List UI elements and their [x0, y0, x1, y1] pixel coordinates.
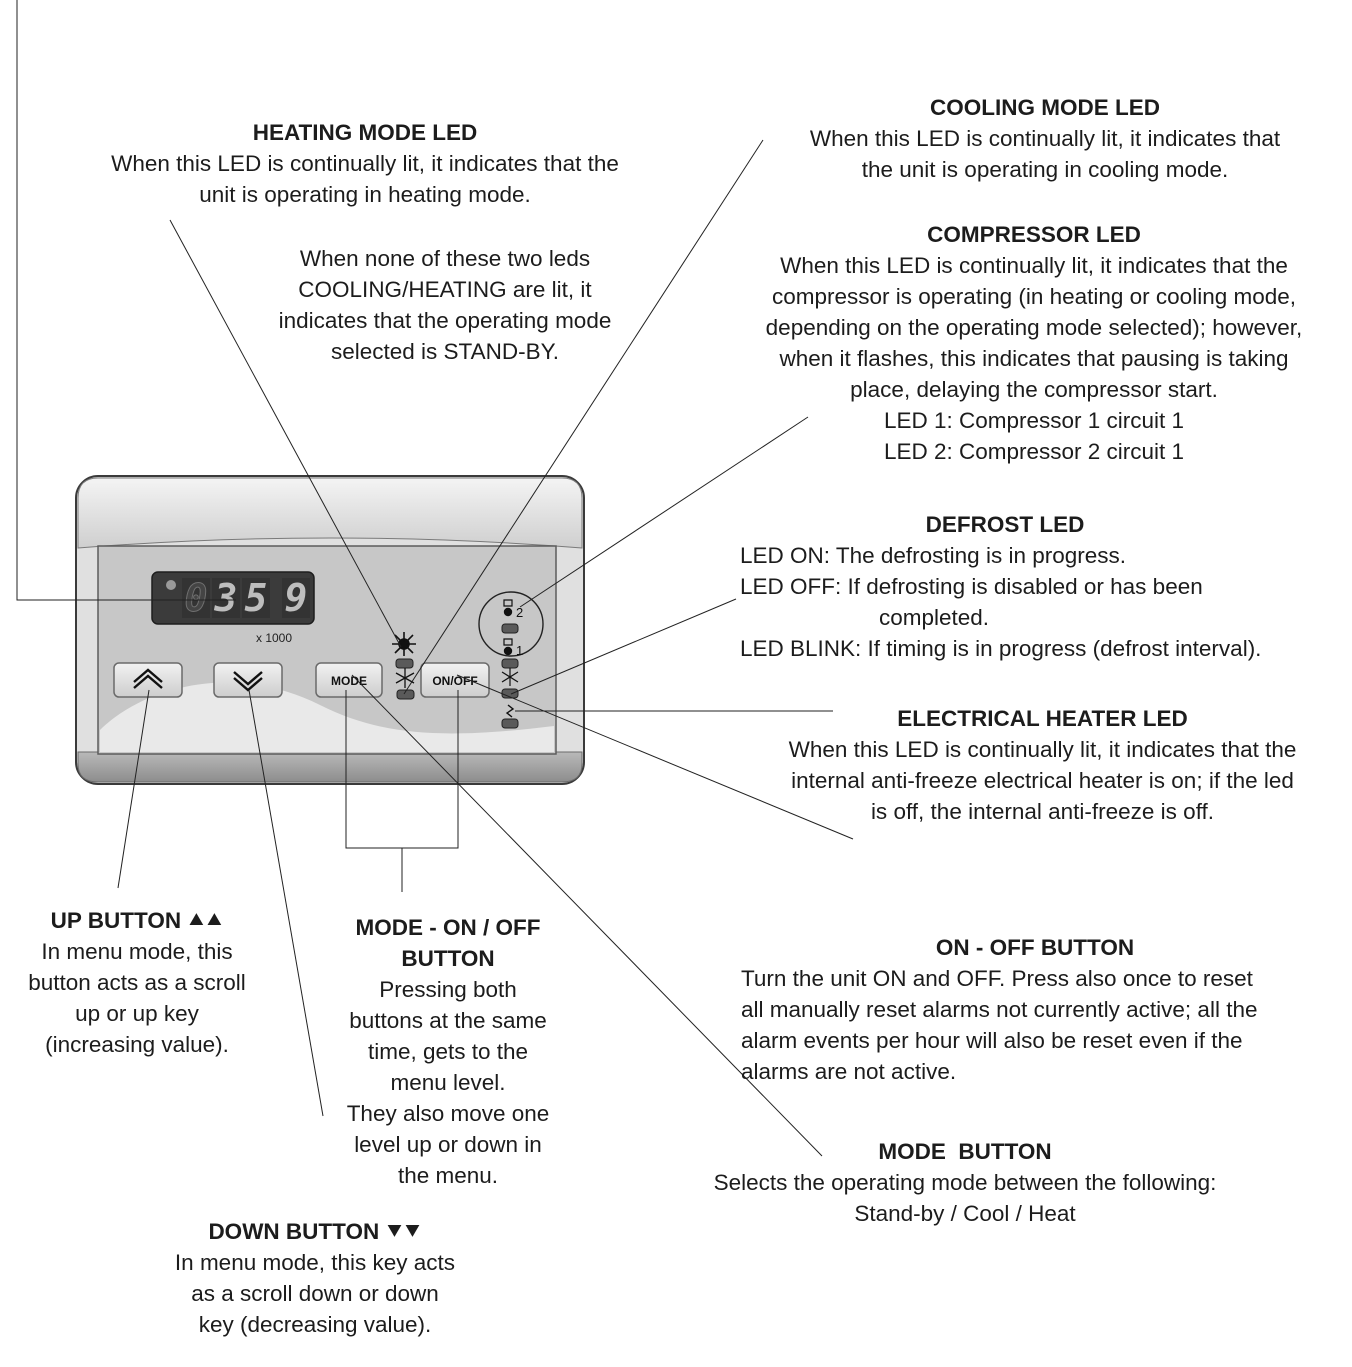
onoff-leader: [456, 674, 854, 840]
display-digit: 9: [285, 576, 308, 620]
down-double-chevron-icon: ⯆⯆: [385, 1219, 422, 1244]
heating-mode-note: HEATING MODE LED When this LED is contin…: [50, 117, 680, 210]
up-button-note: UP BUTTON ⯅⯅ In menu mode, this button a…: [2, 905, 272, 1060]
down-leader: [248, 689, 324, 1117]
heating-led: [395, 658, 414, 669]
display-digit: 3: [214, 576, 238, 620]
heating-leader: [169, 219, 402, 648]
defrost-snowflake-icon: [501, 668, 519, 686]
snowflake-icon: [395, 668, 415, 688]
up-leader: [117, 689, 150, 889]
compressor-led-number-1: 1: [516, 643, 523, 658]
compressor-led-2: [501, 623, 519, 634]
up-button[interactable]: [113, 662, 183, 698]
mode-leader: [351, 674, 823, 1157]
cooling-led: [396, 689, 415, 700]
electrical-heater-note: ELECTRICAL HEATER LED When this LED is c…: [735, 703, 1350, 827]
onoff-button-note-title: ON - OFF BUTTON: [870, 932, 1200, 963]
standby-note: When none of these two leds COOLING/HEAT…: [278, 246, 612, 364]
cooling-leader: [403, 139, 764, 695]
down-button[interactable]: [213, 662, 283, 698]
display-multiplier: x 1000: [256, 631, 292, 645]
mode-button-note: MODE BUTTON Selects the operating mode b…: [665, 1136, 1265, 1229]
up-double-chevron-icon: [133, 668, 163, 689]
down-button-title: DOWN BUTTON ⯆⯆: [208, 1219, 422, 1244]
display-leader: [16, 0, 236, 601]
compressor-leader: [519, 416, 809, 608]
sun-icon: [392, 632, 416, 656]
cooling-mode-title: COOLING MODE LED: [930, 95, 1160, 120]
compressor-led-1: [501, 658, 519, 669]
heating-mode-title: HEATING MODE LED: [252, 120, 478, 145]
digital-display: 0 3 5 9: [151, 571, 315, 625]
compressor-note: COMPRESSOR LED When this LED is continua…: [714, 219, 1352, 467]
mode-onoff-note: MODE - ON / OFF BUTTON Pressing both but…: [346, 915, 550, 1188]
mode-button[interactable]: MODE: [315, 662, 383, 698]
compressor-led-number-2: 2: [516, 605, 523, 620]
up-button-title: UP BUTTON ⯅⯅: [50, 908, 224, 933]
onoff-button-title: ON - OFF BUTTON: [935, 935, 1135, 960]
heater-icon: [505, 704, 515, 718]
electrical-heater-title: ELECTRICAL HEATER LED: [897, 706, 1188, 731]
compressor-icon: [503, 599, 513, 656]
defrost-title: DEFROST LED: [925, 512, 1085, 537]
defrost-leader: [510, 598, 737, 695]
controller-panel: [75, 475, 585, 785]
mode-button-title: MODE BUTTON: [878, 1139, 1052, 1164]
onoff-button-label: ON/OFF: [432, 674, 477, 688]
down-double-chevron-icon: [233, 671, 263, 692]
display-digit: 5: [245, 576, 268, 620]
down-button-note: DOWN BUTTON ⯆⯆ In menu mode, this key ac…: [150, 1216, 480, 1340]
onoff-button-note: Turn the unit ON and OFF. Press also onc…: [741, 966, 1258, 1084]
onoff-button[interactable]: ON/OFF: [420, 662, 490, 698]
electrical-heater-led: [501, 718, 519, 729]
up-double-chevron-icon: ⯅⯅: [187, 908, 224, 933]
defrost-note: LED ON: The defrosting is in progress. L…: [740, 543, 1262, 661]
compressor-led-group: [478, 591, 544, 657]
leader-lines: [16, 0, 854, 1157]
display-digit: 0: [185, 576, 208, 620]
compressor-title: COMPRESSOR LED: [927, 222, 1141, 247]
cooling-mode-note: COOLING MODE LED When this LED is contin…: [735, 92, 1352, 185]
mode-button-label: MODE: [331, 674, 367, 688]
defrost-title-block: DEFROST LED: [870, 509, 1140, 540]
